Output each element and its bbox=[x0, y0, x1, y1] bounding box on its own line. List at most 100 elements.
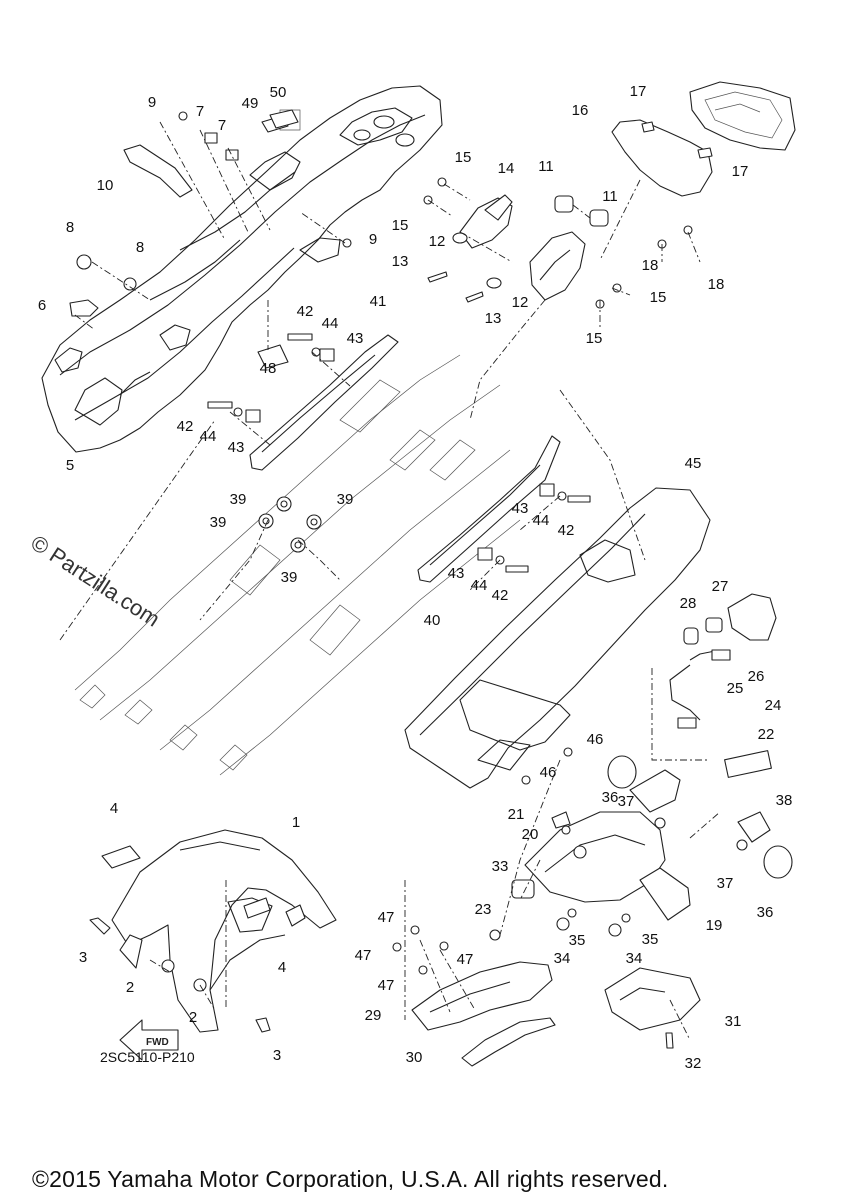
callout-6: 6 bbox=[38, 297, 46, 314]
callout-19: 19 bbox=[706, 917, 723, 934]
nut-37-part bbox=[654, 817, 666, 829]
callout-17: 17 bbox=[732, 163, 749, 180]
callout-5: 5 bbox=[66, 457, 74, 474]
callout-37: 37 bbox=[618, 793, 635, 810]
bolt-3-part bbox=[255, 1017, 271, 1033]
bolt-9-part bbox=[178, 111, 188, 121]
bracket-10-part bbox=[123, 144, 193, 198]
callout-33: 33 bbox=[492, 858, 509, 875]
callout-30: 30 bbox=[406, 1049, 423, 1066]
callout-2: 2 bbox=[126, 979, 134, 996]
label-48-part bbox=[257, 344, 289, 369]
bolt-32-part bbox=[665, 1032, 674, 1049]
bracket-31-part bbox=[604, 967, 701, 1031]
callout-24: 24 bbox=[765, 697, 782, 714]
callout-9: 9 bbox=[369, 231, 377, 248]
nut-23-part bbox=[489, 929, 501, 941]
callout-47: 47 bbox=[457, 951, 474, 968]
grommet-8-part bbox=[76, 254, 92, 270]
callout-8: 8 bbox=[136, 239, 144, 256]
callout-32: 32 bbox=[685, 1055, 702, 1072]
callout-39: 39 bbox=[210, 514, 227, 531]
callout-41: 41 bbox=[370, 293, 387, 310]
bolt-9-part bbox=[342, 238, 352, 248]
callout-26: 26 bbox=[748, 668, 765, 685]
callout-15: 15 bbox=[650, 289, 667, 306]
clip-6-part bbox=[69, 299, 99, 317]
callout-12: 12 bbox=[429, 233, 446, 250]
callout-39: 39 bbox=[281, 569, 298, 586]
callout-42: 42 bbox=[297, 303, 314, 320]
callout-42: 42 bbox=[492, 587, 509, 604]
callout-46: 46 bbox=[587, 731, 604, 748]
copyright-text: ©2015 Yamaha Motor Corporation, U.S.A. A… bbox=[32, 1166, 669, 1192]
callout-17: 17 bbox=[630, 83, 647, 100]
grommet-8-part bbox=[123, 277, 137, 291]
callout-42: 42 bbox=[558, 522, 575, 539]
tail-light-part bbox=[689, 81, 796, 151]
callout-44: 44 bbox=[200, 428, 217, 445]
callout-16: 16 bbox=[572, 102, 589, 119]
callout-28: 28 bbox=[680, 595, 697, 612]
callout-15: 15 bbox=[392, 217, 409, 234]
damper-11-part bbox=[554, 195, 609, 227]
bracket-29-part bbox=[411, 961, 553, 1031]
bracket-14-part bbox=[459, 194, 513, 249]
callout-1: 1 bbox=[292, 814, 300, 831]
fwd-label: FWD bbox=[146, 1037, 169, 1048]
callout-49: 49 bbox=[242, 95, 259, 112]
bolt-46-part bbox=[563, 747, 573, 757]
callout-38: 38 bbox=[776, 792, 793, 809]
callout-34: 34 bbox=[626, 950, 643, 967]
callout-47: 47 bbox=[378, 909, 395, 926]
callout-44: 44 bbox=[322, 315, 339, 332]
tail-cover-19-part bbox=[524, 811, 691, 921]
rail-40-part bbox=[417, 435, 561, 583]
assembly-lines bbox=[59, 121, 721, 1041]
label-4-part bbox=[101, 845, 141, 869]
callout-3: 3 bbox=[79, 949, 87, 966]
callout-47: 47 bbox=[355, 947, 372, 964]
collar-12-part bbox=[452, 232, 502, 289]
callout-42: 42 bbox=[177, 418, 194, 435]
callout-27: 27 bbox=[712, 578, 729, 595]
bolt-46-part bbox=[521, 775, 531, 785]
bolt-13-part bbox=[427, 271, 484, 303]
callout-15: 15 bbox=[586, 330, 603, 347]
label-4-part bbox=[243, 897, 271, 919]
callout-4: 4 bbox=[278, 959, 286, 976]
damper-33-part bbox=[511, 879, 535, 899]
bracket-right-part bbox=[529, 231, 586, 301]
bolt-15-part bbox=[423, 177, 622, 309]
callout-36: 36 bbox=[602, 789, 619, 806]
reflector-36-part bbox=[607, 755, 793, 879]
callout-9: 9 bbox=[148, 94, 156, 111]
callout-11: 11 bbox=[538, 158, 554, 175]
nut-7-part bbox=[204, 132, 218, 144]
callout-40: 40 bbox=[424, 612, 441, 629]
callout-15: 15 bbox=[455, 149, 472, 166]
callout-10: 10 bbox=[97, 177, 114, 194]
callout-18: 18 bbox=[642, 257, 659, 274]
bracket-30-part bbox=[461, 1017, 556, 1067]
harness-16-part bbox=[611, 119, 713, 197]
bolt-18-part bbox=[683, 225, 693, 235]
nut-37-part bbox=[736, 839, 748, 851]
nut-34-part bbox=[608, 923, 622, 937]
spacer-set-part bbox=[207, 333, 591, 573]
callout-18: 18 bbox=[708, 276, 725, 293]
callout-29: 29 bbox=[365, 1007, 382, 1024]
bracket-38-part bbox=[629, 769, 771, 843]
callout-50: 50 bbox=[270, 84, 287, 101]
callout-47: 47 bbox=[378, 977, 395, 994]
callout-21: 21 bbox=[508, 806, 525, 823]
callout-43: 43 bbox=[512, 500, 529, 517]
callout-44: 44 bbox=[471, 577, 488, 594]
fwd-arrow-icon: FWD bbox=[119, 1019, 179, 1061]
turn-signal-part bbox=[669, 593, 777, 729]
rear-fender-45-part bbox=[404, 487, 711, 789]
washer-35-part bbox=[621, 913, 631, 923]
callout-34: 34 bbox=[554, 950, 571, 967]
callout-13: 13 bbox=[392, 253, 409, 270]
